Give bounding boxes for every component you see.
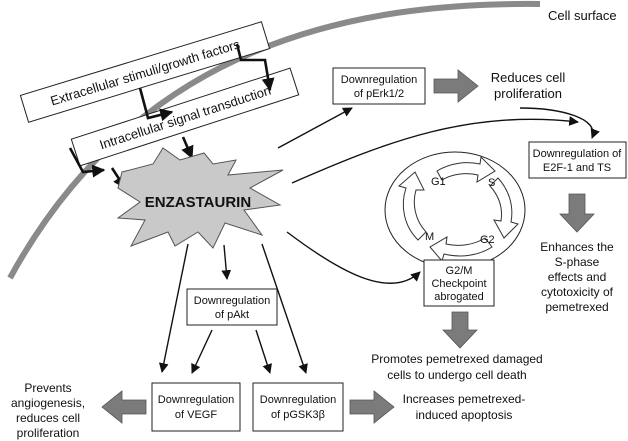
svg-text:cytotoxicity of: cytotoxicity of	[541, 285, 614, 299]
svg-text:abrogated: abrogated	[434, 291, 484, 303]
svg-text:Increases pemetrexed-: Increases pemetrexed-	[403, 392, 526, 406]
phase-g2: G2	[480, 234, 495, 246]
svg-text:of pErk1/2: of pErk1/2	[354, 88, 404, 100]
svg-text:angiogenesis,: angiogenesis,	[11, 396, 85, 410]
svg-text:S-phase: S-phase	[555, 255, 600, 269]
svg-text:Downregulation: Downregulation	[260, 394, 336, 406]
pgsk-box: Downregulation of pGSK3β	[252, 382, 344, 432]
svg-text:G2/M: G2/M	[446, 265, 473, 277]
checkpoint-box: G2/M Checkpoint abrogated	[423, 259, 495, 307]
svg-text:effects and: effects and	[548, 270, 607, 284]
svg-text:Downregulation: Downregulation	[194, 295, 270, 307]
svg-text:proliferation: proliferation	[17, 426, 80, 440]
svg-text:cells to undergo cell death: cells to undergo cell death	[387, 368, 526, 382]
svg-text:pemetrexed: pemetrexed	[545, 300, 608, 314]
prevents-text: Prevents angiogenesis, reduces cell prol…	[11, 381, 85, 440]
phase-g1: G1	[431, 176, 446, 188]
cycle-arrow-m-g1	[397, 171, 427, 241]
svg-text:Prevents: Prevents	[24, 381, 71, 395]
cycle-arrow-g1-s	[436, 155, 496, 183]
svg-text:Checkpoint: Checkpoint	[431, 278, 486, 290]
enzastaurin-burst: ENZASTAURIN	[116, 147, 284, 249]
pakt-box: Downregulation of pAkt	[186, 288, 278, 326]
gray-arrow-vegf	[101, 390, 147, 424]
svg-text:of VEGF: of VEGF	[175, 409, 217, 421]
cycle-arrow-g2-m	[429, 236, 493, 263]
enzastaurin-label: ENZASTAURIN	[145, 194, 251, 211]
vegf-box: Downregulation of VEGF	[151, 382, 241, 432]
arrow-enza-checkpoint	[286, 231, 421, 284]
cell-cycle: G1 S G2 M	[384, 151, 526, 269]
svg-text:Promotes pemetrexed damaged: Promotes pemetrexed damaged	[371, 352, 542, 366]
svg-text:Downregulation: Downregulation	[341, 74, 417, 86]
svg-text:reduces cell: reduces cell	[16, 411, 80, 425]
cell-surface-label: Cell surface	[548, 8, 617, 23]
svg-text:E2F-1 and TS: E2F-1 and TS	[543, 162, 611, 174]
svg-text:of pAkt: of pAkt	[215, 309, 249, 321]
svg-text:Enhances the: Enhances the	[540, 240, 614, 254]
svg-text:Reduces cell: Reduces cell	[491, 70, 566, 85]
gray-arrow-pgsk	[349, 390, 395, 424]
e2f-box: Downregulation of E2F-1 and TS	[528, 141, 627, 179]
perk-box: Downregulation of pErk1/2	[332, 67, 426, 105]
gray-arrow-checkpoint	[442, 311, 478, 349]
arrow-enza-pakt	[221, 244, 232, 280]
arrows-to-targets	[158, 243, 308, 374]
signal-thick-arrows	[68, 43, 275, 190]
arrow-enza-e2f	[291, 116, 579, 184]
svg-text:Downregulation of: Downregulation of	[533, 148, 623, 160]
svg-text:Downregulation: Downregulation	[158, 394, 234, 406]
phase-m: M	[425, 231, 434, 243]
phase-s: S	[488, 177, 495, 189]
svg-text:proliferation: proliferation	[494, 86, 562, 101]
gray-arrow-perk	[433, 69, 479, 103]
svg-text:of pGSK3β: of pGSK3β	[271, 409, 325, 421]
gray-arrow-e2f	[559, 193, 595, 233]
arrow-prolif-e2f	[519, 107, 600, 139]
arrow-to-perk	[277, 107, 353, 149]
svg-text:induced apoptosis: induced apoptosis	[416, 408, 513, 422]
cycle-arrow-s-g2	[489, 177, 519, 239]
enhances-text: Enhances the S-phase effects and cytotox…	[540, 240, 614, 314]
